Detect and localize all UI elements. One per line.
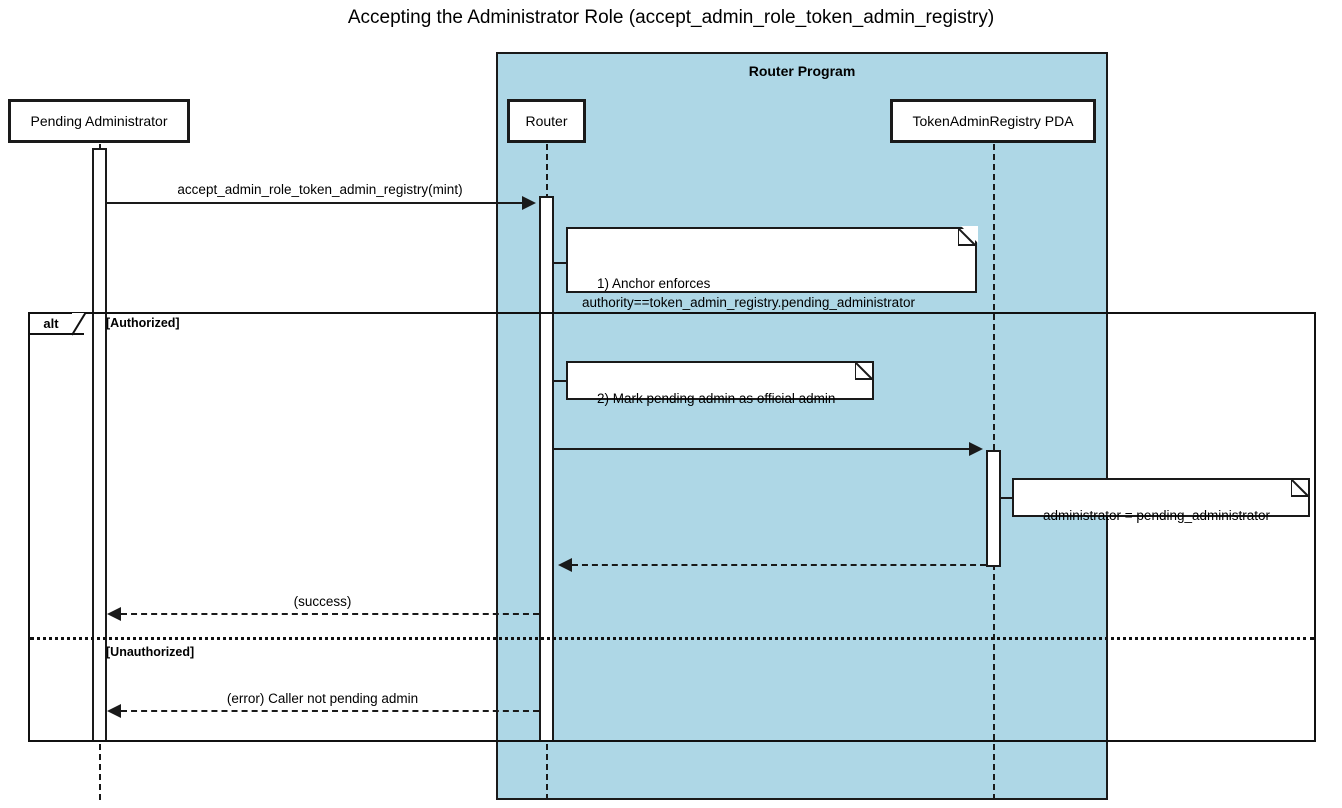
activation-token-admin-registry-pda	[986, 450, 1001, 567]
note-connector-1	[554, 262, 568, 264]
message-label-success: (success)	[293, 594, 352, 609]
message-arrowhead-registry-return	[558, 558, 572, 572]
note-administrator-assignment: administrator = pending_administrator	[1012, 478, 1310, 523]
message-label-accept-admin-role: accept_admin_role_token_admin_registry(m…	[177, 182, 463, 197]
participant-pending-administrator[interactable]: Pending Administrator	[8, 99, 190, 143]
message-line-accept-admin-role	[107, 202, 522, 204]
alt-guard-authorized: [Authorized]	[106, 316, 180, 330]
note-text: administrator = pending_administrator	[1043, 508, 1271, 523]
message-line-error	[121, 710, 539, 712]
message-line-success	[121, 613, 539, 615]
participant-token-admin-registry-pda[interactable]: TokenAdminRegistry PDA	[890, 99, 1096, 143]
message-arrowhead-success	[107, 607, 121, 621]
note-text: 2) Mark pending admin as official admin	[597, 391, 836, 406]
message-arrowhead-update-registry	[969, 442, 983, 456]
alt-operator-label: alt	[43, 316, 59, 331]
note-anchor-enforces: 1) Anchor enforces authority==token_admi…	[566, 226, 978, 310]
page-title: Accepting the Administrator Role (accept…	[347, 7, 995, 28]
group-box-router-program: Router Program	[496, 52, 1108, 800]
group-label: Router Program	[748, 63, 856, 79]
note-connector-3	[1001, 497, 1013, 499]
alt-tag-corner-icon	[72, 312, 88, 336]
message-arrowhead-error	[107, 704, 121, 718]
participant-router[interactable]: Router	[507, 99, 586, 143]
message-line-registry-return	[572, 564, 986, 566]
participant-label: TokenAdminRegistry PDA	[912, 113, 1074, 129]
message-label-error: (error) Caller not pending admin	[226, 691, 419, 706]
message-line-update-registry	[554, 448, 969, 450]
activation-pending-administrator	[92, 148, 107, 742]
note-dogear-icon	[958, 228, 976, 246]
participant-label: Pending Administrator	[30, 113, 168, 129]
activation-router	[539, 196, 554, 742]
alt-guard-unauthorized: [Unauthorized]	[106, 645, 195, 659]
note-connector-2	[554, 380, 568, 382]
note-dogear-icon	[1291, 479, 1309, 497]
message-arrowhead-accept-admin-role	[522, 196, 536, 210]
note-text: 1) Anchor enforces authority==token_admi…	[582, 276, 915, 310]
alt-fragment-divider	[30, 637, 1314, 640]
note-dogear-icon	[855, 362, 873, 380]
note-mark-pending-admin: 2) Mark pending admin as official admin	[566, 361, 874, 406]
participant-label: Router	[525, 113, 568, 129]
